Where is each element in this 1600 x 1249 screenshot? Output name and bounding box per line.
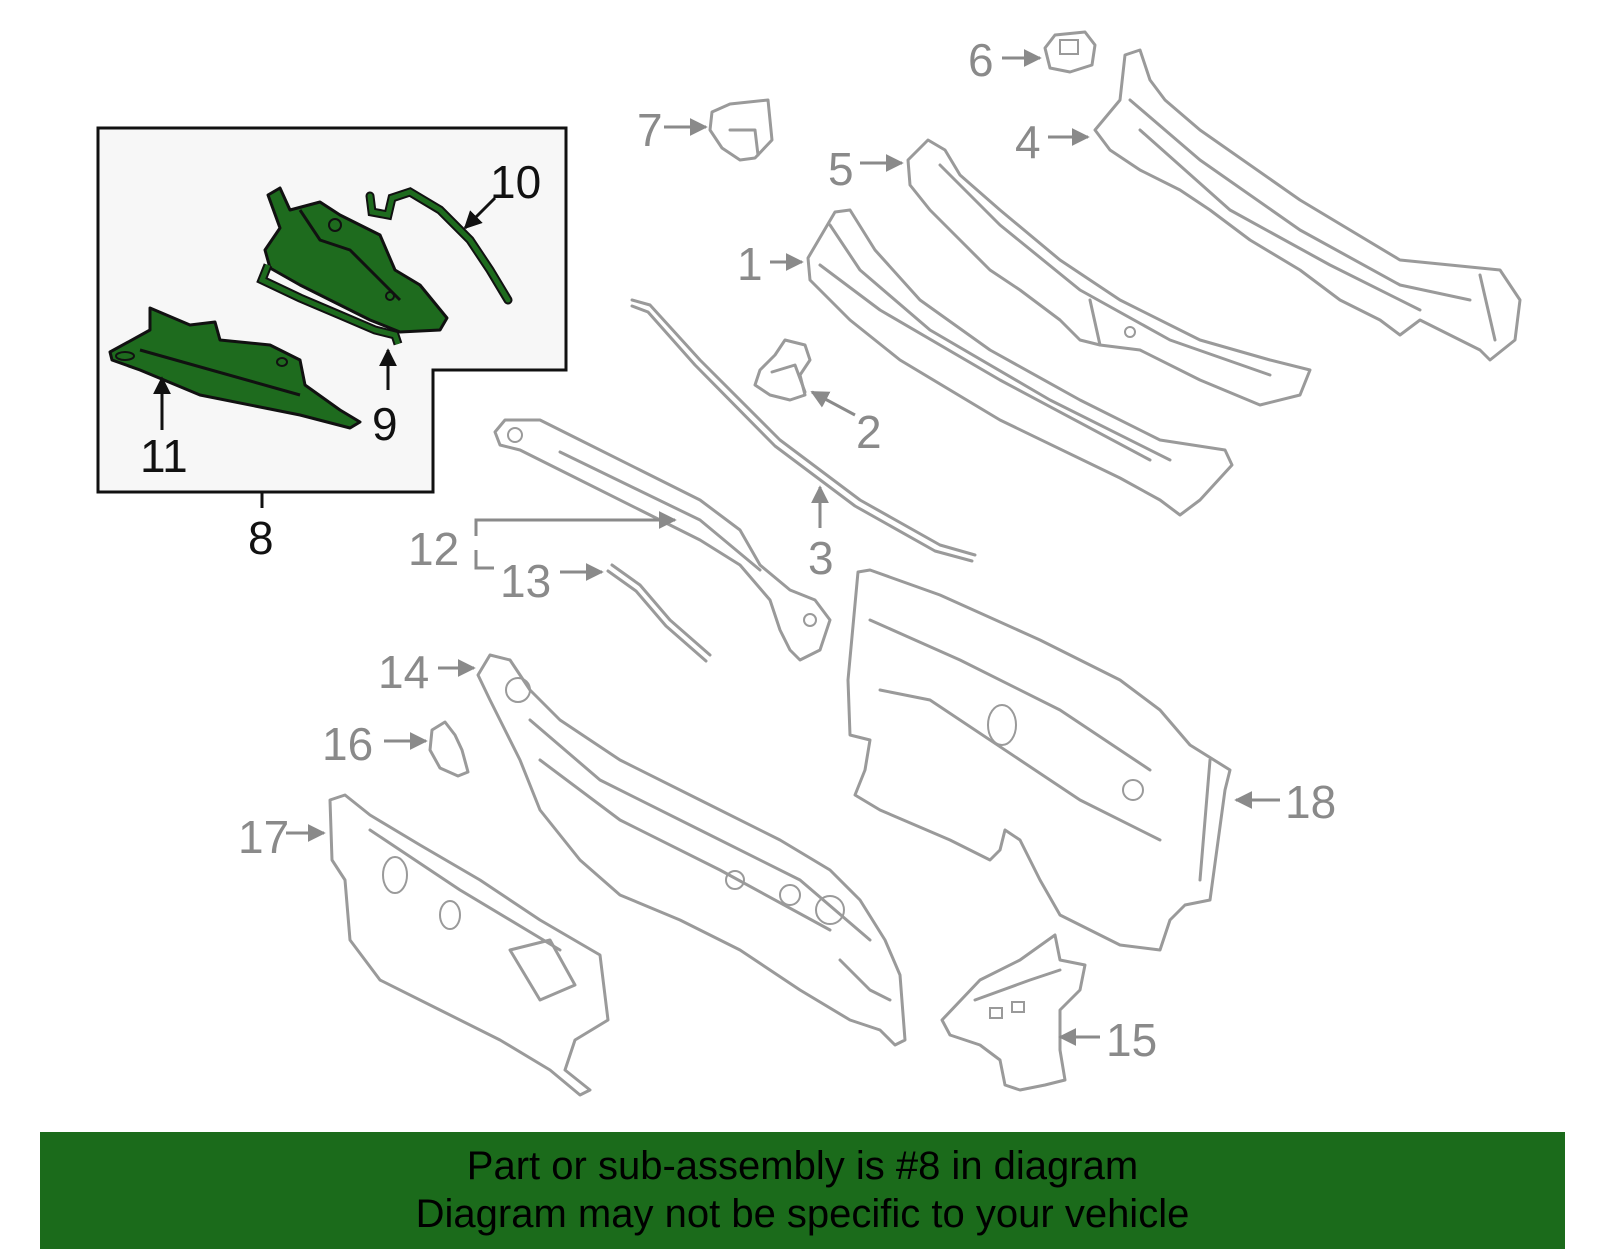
part-11-shape (108, 306, 362, 430)
callout-7: 7 (637, 104, 663, 156)
callout-15: 15 (1106, 1014, 1157, 1066)
banner-line-1: Part or sub-assembly is #8 in diagram (466, 1144, 1139, 1188)
callout-3: 3 (808, 532, 834, 584)
callout-6: 6 (968, 34, 994, 86)
callout-13: 13 (500, 555, 551, 607)
callout-11: 11 (140, 430, 188, 482)
part-16[interactable] (384, 720, 470, 778)
banner-line-2: Diagram may not be specific to your vehi… (415, 1192, 1190, 1236)
callout-9: 9 (372, 398, 398, 450)
part-5[interactable] (860, 138, 1312, 407)
callout-1: 1 (737, 238, 763, 290)
callout-4: 4 (1015, 116, 1041, 168)
callout-18: 18 (1285, 776, 1336, 828)
callout-2: 2 (856, 406, 882, 458)
part-17[interactable] (286, 793, 610, 1097)
part-12[interactable] (474, 418, 832, 662)
callout-16: 16 (322, 718, 373, 770)
info-banner: Part or sub-assembly is #8 in diagram Di… (40, 1132, 1565, 1249)
part-6[interactable] (1002, 30, 1097, 74)
part-15[interactable] (940, 933, 1100, 1092)
part-13[interactable] (560, 563, 712, 663)
part-14[interactable] (438, 653, 907, 1047)
part-2[interactable] (753, 338, 856, 417)
callout-5: 5 (828, 143, 854, 195)
callout-10: 10 (490, 156, 541, 208)
callout-17: 17 (238, 811, 289, 863)
callout-12: 12 (408, 523, 459, 575)
assembly-8-inset[interactable] (96, 126, 568, 508)
part-3[interactable] (630, 298, 977, 563)
part-7[interactable] (664, 98, 774, 162)
part-4[interactable] (1048, 48, 1522, 362)
callout-14: 14 (378, 646, 429, 698)
callout-8: 8 (248, 512, 274, 564)
part-1[interactable] (770, 208, 1234, 517)
part-18[interactable] (846, 568, 1280, 952)
